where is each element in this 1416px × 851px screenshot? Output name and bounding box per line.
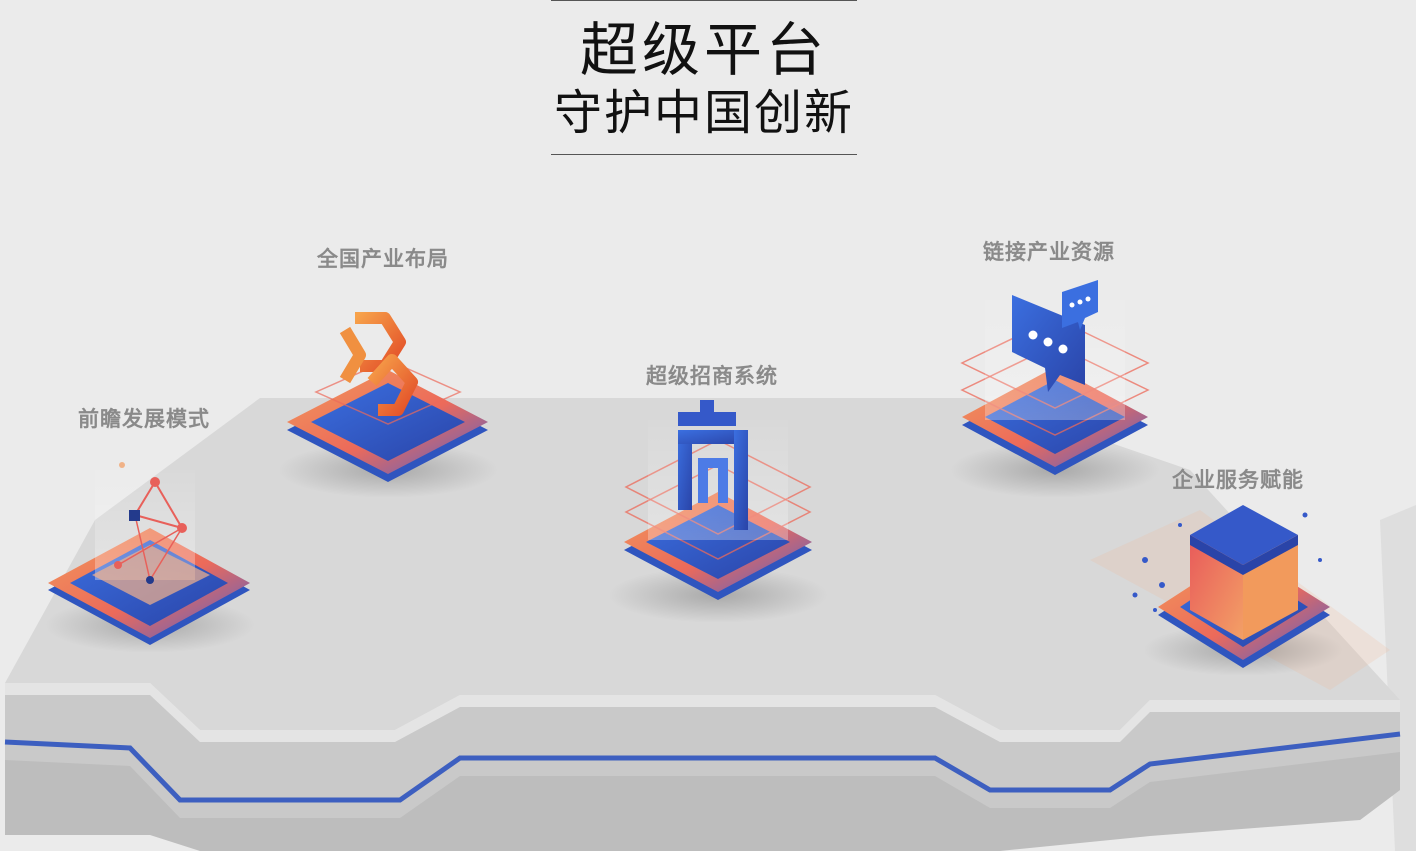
- platform-base: [5, 752, 1400, 851]
- gradient-cube-icon: [1132, 505, 1322, 640]
- platform-blue-stripe: [4, 731, 1401, 803]
- page-subtitle: 守护中国创新: [553, 85, 854, 141]
- platform-front-face: [5, 683, 1400, 742]
- network-cube-icon: [92, 462, 210, 605]
- chat-bubbles-icon: [1012, 280, 1098, 392]
- header-top-rule: [551, 0, 857, 1]
- feature-pad-industry-resources[interactable]: [950, 280, 1160, 498]
- feature-label-national-layout: 全国产业布局: [317, 247, 449, 271]
- page-title: 超级平台: [579, 16, 828, 84]
- feature-pad-enterprise-services[interactable]: [1090, 505, 1390, 690]
- feature-label-investment-system: 超级招商系统: [646, 364, 778, 388]
- hexagon-chain-icon: [339, 312, 418, 416]
- background-block: [1380, 505, 1416, 851]
- feature-pad-foresight[interactable]: [45, 462, 255, 653]
- hero-header: 超级平台 守护中国创新: [551, 0, 857, 156]
- feature-label-foresight: 前瞻发展模式: [78, 407, 210, 431]
- feature-label-enterprise-services: 企业服务赋能: [1172, 468, 1304, 492]
- header-bottom-rule: [551, 154, 857, 155]
- feature-pad-investment-system[interactable]: [608, 400, 828, 623]
- feature-pad-national-layout[interactable]: [278, 312, 498, 498]
- shang-character-icon: [678, 400, 748, 530]
- feature-label-industry-resources: 链接产业资源: [983, 240, 1115, 264]
